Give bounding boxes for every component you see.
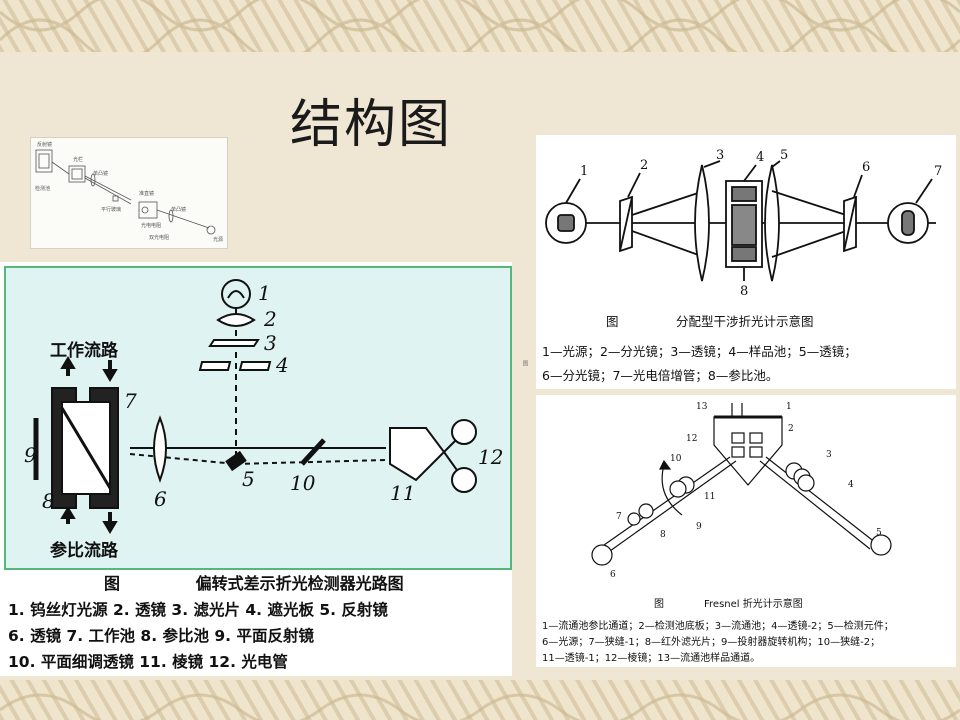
interf-legend-line-2: 6—分光镜；7—光电倍增管；8—参比池。: [542, 368, 779, 383]
interf-label-n8: 8: [740, 284, 748, 299]
label-reference-path: 参比流路: [50, 540, 119, 561]
fresnel-label-n6: 6: [610, 570, 616, 580]
fresnel-label-n2: 2: [788, 424, 794, 434]
fresnel-label-n12: 12: [686, 434, 697, 444]
interf-label-n2: 2: [640, 158, 648, 173]
fresnel-label-n7: 7: [616, 512, 622, 522]
fresnel-label-n9: 9: [696, 522, 702, 532]
label-n8: 8: [42, 489, 55, 513]
fresnel-caption-fig: 图: [654, 599, 664, 610]
fresnel-refractometer-figure: 13 1 2 12 3 4 5 10 11 9 7 8 6 图 Fresnel …: [536, 395, 956, 667]
deflection-diagram-area: 1 2 3 4 5 6 7 8 9 10 11 12 工作流路 参比流路: [4, 266, 512, 570]
label-n3: 3: [264, 331, 277, 355]
fresnel-legend-line-3: 11—透镜-1；12—棱镜；13—流通池样品通道。: [542, 653, 761, 664]
small-label-light-source: 光源: [213, 237, 224, 243]
fresnel-label-n10: 10: [670, 454, 682, 464]
fresnel-diagram-drawing: 13 1 2 12 3 4 5 10 11 9 7 8 6: [591, 402, 892, 580]
fresnel-label-n5: 5: [876, 528, 882, 538]
interf-label-n1: 1: [580, 164, 588, 179]
small-label-dual-photoresistor: 双光电阻: [149, 235, 170, 241]
deflection-detector-figure: 1 2 3 4 5 6 7 8 9 10 11 12 工作流路 参比流路 图 偏…: [0, 262, 512, 676]
small-label-reflector: 反射镜: [37, 142, 53, 148]
label-working-path: 工作流路: [50, 340, 119, 361]
fresnel-label-n1: 1: [786, 402, 792, 412]
fresnel-legend-line-1: 1—流通池参比通道；2—检测池底板；3—流通池；4—透镜-2；5—检测元件；: [542, 621, 894, 632]
small-label-convex-lens: 单凸镜: [93, 171, 109, 177]
interf-label-n3: 3: [716, 148, 724, 163]
label-n9: 9: [24, 443, 37, 467]
fresnel-legend-line-2: 6—光源；7—狭缝-1；8—红外滤光片；9—投射器旋转机构；10—狭缝-2；: [542, 637, 881, 648]
deflection-diagram-drawing: [33, 279, 477, 534]
small-label-photoresistor: 光电电阻: [141, 223, 162, 229]
label-n6: 6: [154, 487, 167, 511]
small-label-parallel-glass: 平行玻璃: [101, 207, 122, 213]
label-n2: 2: [263, 307, 277, 331]
interf-label-n6: 6: [862, 160, 870, 175]
interference-diagram-drawing: 1 2 3 4 5 6 7 8: [545, 148, 942, 299]
label-n10: 10: [290, 471, 316, 495]
small-diagram-drawing: [35, 149, 216, 235]
side-mark: 图: [521, 360, 528, 366]
slide-title: 结构图: [290, 95, 453, 155]
interf-caption-title: 分配型干涉折光计示意图: [676, 314, 814, 329]
fresnel-label-n3: 3: [826, 450, 832, 460]
bottom-ornament-pattern: [0, 693, 960, 720]
interf-legend-line-1: 1—光源；2—分光镜；3—透镜；4—样品池；5—透镜；: [542, 344, 857, 359]
interf-label-n5: 5: [780, 148, 788, 163]
label-n7: 7: [124, 389, 137, 413]
fresnel-label-n11: 11: [704, 492, 715, 502]
legend-line-3: 10. 平面细调透镜 11. 棱镜 12. 光电管: [8, 653, 288, 671]
label-n11: 11: [390, 481, 415, 505]
small-label-convex-lens-2: 单凸镜: [171, 207, 187, 213]
label-n5: 5: [242, 467, 255, 491]
small-optical-diagram: 反射镜 检测池 光栏 准直镜 单凸镜 平行玻璃 光电电阻 单凸镜 光源 双光电阻: [30, 137, 228, 249]
caption-title: 偏转式差示折光检测器光路图: [195, 574, 404, 593]
legend-line-1: 1. 钨丝灯光源 2. 透镜 3. 滤光片 4. 遮光板 5. 反射镜: [8, 601, 388, 619]
interf-caption-fig: 图: [606, 314, 619, 329]
interf-label-n4: 4: [756, 150, 764, 165]
interf-label-n7: 7: [934, 164, 942, 179]
top-decorative-border: [0, 0, 960, 52]
small-label-cell: 检测池: [35, 186, 51, 192]
deflection-diagram-labels: 1 2 3 4 5 6 7 8 9 10 11 12 工作流路 参比流路: [24, 281, 503, 561]
fresnel-caption-title: Fresnel 折光计示意图: [704, 599, 803, 610]
small-label-collimator: 准直镜: [139, 191, 155, 197]
label-n4: 4: [275, 353, 289, 377]
fresnel-label-n8: 8: [660, 530, 666, 540]
interference-refractometer-figure: 1 2 3 4 5 6 7 8 图 分配型干涉折光计示意图 1—光源；2—分光镜…: [536, 135, 956, 389]
fresnel-label-n4: 4: [848, 480, 854, 490]
bottom-decorative-border: [0, 680, 960, 720]
legend-line-2: 6. 透镜 7. 工作池 8. 参比池 9. 平面反射镜: [8, 627, 314, 645]
label-n1: 1: [258, 281, 271, 305]
small-label-diaphragm: 光栏: [73, 157, 84, 163]
caption-fig-label: 图: [104, 574, 121, 593]
label-n12: 12: [478, 445, 503, 469]
fresnel-label-n13: 13: [696, 402, 708, 412]
top-ornament-pattern: [0, 0, 960, 52]
